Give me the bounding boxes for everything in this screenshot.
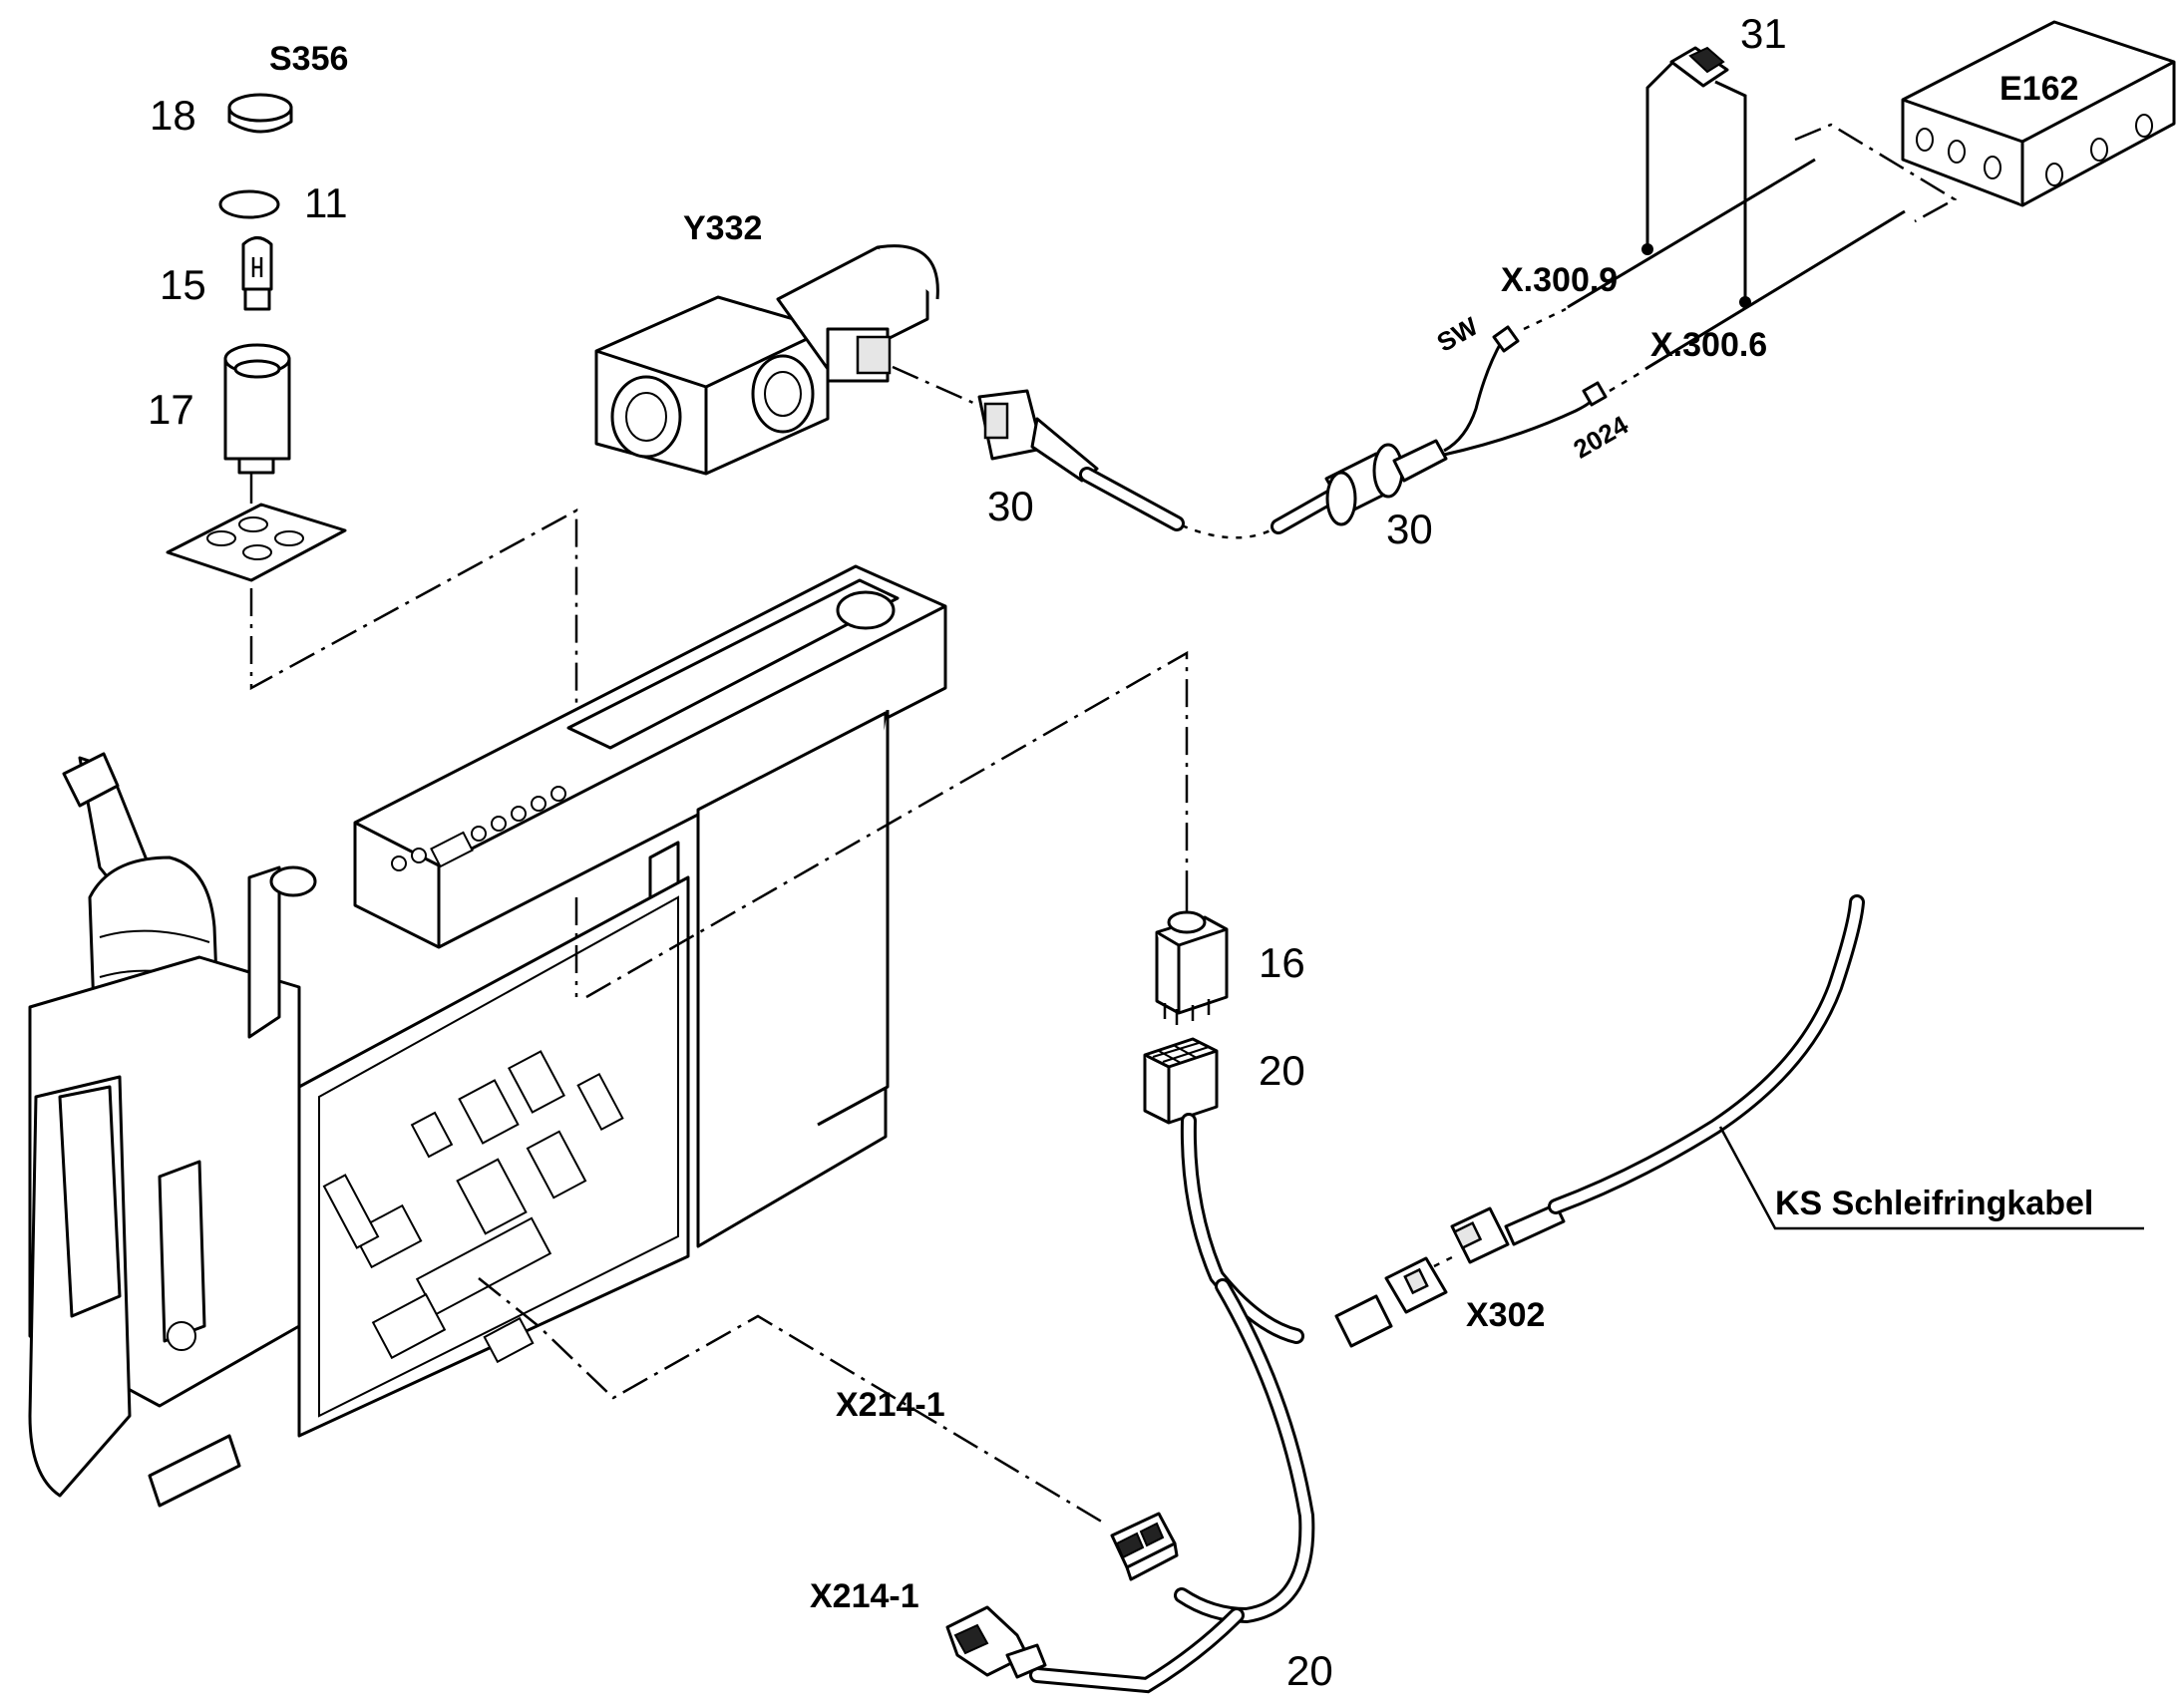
junction-box-e162 xyxy=(1901,20,2176,207)
label-18: 18 xyxy=(150,92,196,139)
label-y332: Y332 xyxy=(683,209,762,247)
part-31-resistor xyxy=(1669,46,1729,88)
label-e162: E162 xyxy=(1999,70,2078,108)
wire-end-2024 xyxy=(1582,381,1608,407)
harness-20 xyxy=(1029,1113,1315,1694)
label-15: 15 xyxy=(160,261,206,308)
valve-y332 xyxy=(594,244,939,476)
label-30-gland: 30 xyxy=(1386,506,1433,552)
part-11-ring xyxy=(218,189,280,219)
label-x214-1-lower: X214-1 xyxy=(810,1577,919,1615)
part-18-cap xyxy=(227,93,293,134)
label-x302: X302 xyxy=(1466,1296,1545,1334)
label-20-harness: 20 xyxy=(1286,1647,1333,1694)
connector-x302 xyxy=(1334,1206,1510,1348)
label-sw: SW xyxy=(1432,311,1484,358)
part-16-relay xyxy=(1155,910,1229,1025)
part-17-socket xyxy=(223,343,291,504)
label-11: 11 xyxy=(304,179,348,226)
connector-x214-1-plug xyxy=(945,1605,1047,1679)
label-x300-6: X.300.6 xyxy=(1650,326,1767,364)
label-30-plug: 30 xyxy=(987,483,1034,529)
label-s356: S356 xyxy=(269,40,348,78)
slip-ring-cable xyxy=(1504,894,1865,1246)
part-15-bulb xyxy=(241,236,273,311)
cable-30-plug xyxy=(977,389,1185,531)
label-2024: 2024 xyxy=(1569,410,1635,465)
label-x300-9: X.300.9 xyxy=(1501,261,1618,299)
label-x214-1-upper: X214-1 xyxy=(836,1386,945,1424)
cable-30-gland xyxy=(1271,340,1593,534)
label-20-socket: 20 xyxy=(1259,1047,1305,1094)
label-17: 17 xyxy=(148,386,194,433)
part-20-socket xyxy=(1143,1037,1219,1125)
label-ks-schleifringkabel: KS Schleifringkabel xyxy=(1775,1185,2093,1222)
control-console xyxy=(28,564,947,1508)
label-16: 16 xyxy=(1259,939,1305,986)
connector-x214-1-mating xyxy=(1110,1512,1179,1581)
wire-end-sw xyxy=(1492,325,1520,353)
base-plate xyxy=(166,503,347,582)
label-31: 31 xyxy=(1740,10,1787,57)
